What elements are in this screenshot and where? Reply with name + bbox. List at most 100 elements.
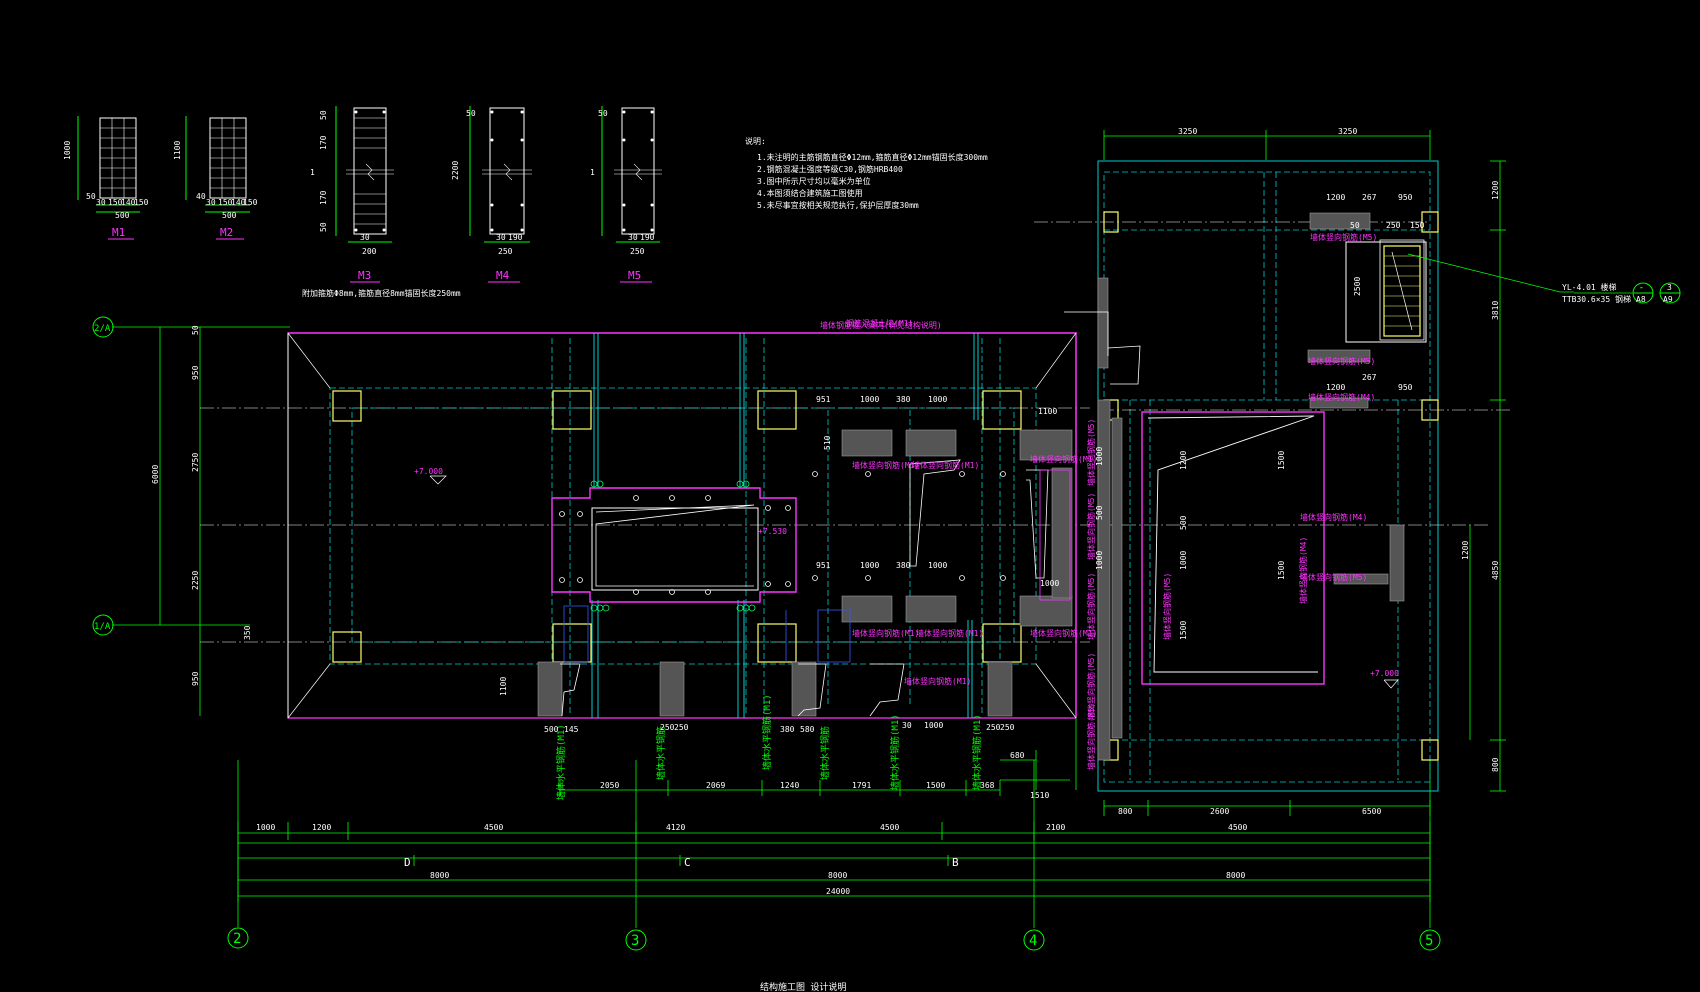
chain1-1: 2050 <box>600 781 619 790</box>
section-note: 附加箍筋Φ8mm,箍筋直径8mm锚固长度250mm <box>302 288 461 298</box>
bottom-small-1: 500 <box>544 725 559 734</box>
bottom-tag-5: 墙体水平钢筋(M1) <box>889 714 901 790</box>
grid-col-4-label: 4 <box>1029 933 1037 949</box>
bottom-small-7: 30 <box>902 721 912 730</box>
notes-title: 说明: <box>745 136 766 146</box>
m1-dim-c: 140 <box>121 198 136 207</box>
bottom-small-3: 250 <box>660 723 675 732</box>
chain1-6: 368 <box>980 781 995 790</box>
wall-tag-1: 墙体竖向钢筋(M1) <box>852 460 919 470</box>
m1-dim-d: 150 <box>134 198 149 207</box>
inner-dim-7: 951 <box>816 561 831 570</box>
right-wall-tag-6: 墙体竖向钢筋(M4) <box>1298 537 1308 604</box>
m4-dim-c: 50 <box>466 109 476 118</box>
m3-dim-e: 1 <box>310 168 315 177</box>
left-dim-total: 6000 <box>151 465 160 484</box>
m2-dim-width: 500 <box>222 211 237 220</box>
right-left-tag-1: 墙体竖向钢筋(M5) <box>1086 419 1096 486</box>
right-inner-5: 250 <box>1386 221 1401 230</box>
inner-dim-10: 1000 <box>928 561 947 570</box>
grid-col-3-label: 3 <box>631 933 639 949</box>
right-wall-tag-2: 墙体竖向钢筋(M5) <box>1308 356 1375 366</box>
wall-tag-2: 墙体竖向钢筋(M1) <box>912 460 979 470</box>
chain3-2: 8000 <box>828 871 847 880</box>
m2-dim-height: 1100 <box>173 141 182 160</box>
m3-dim-width: 200 <box>362 247 377 256</box>
bottom-small-2: 145 <box>564 725 579 734</box>
inner-dim-3: 380 <box>896 395 911 404</box>
elevation-left: +7.000 <box>414 467 443 476</box>
stair-dim-7: 1500 <box>1277 561 1286 580</box>
notes-line-1: 1.未注明的主筋钢筋直径Φ12mm,箍筋直径Φ12mm锚固长度300mm <box>757 152 988 162</box>
col-letter-b: B <box>952 856 959 869</box>
m1-dim-height: 1000 <box>63 141 72 160</box>
grid-bubble-col-5: 5 <box>1419 929 1441 951</box>
chain3-3: 8000 <box>1226 871 1245 880</box>
right-wall-tag-3: 墙体竖向钢筋(M4) <box>1308 392 1375 402</box>
chain2-5: 4500 <box>880 823 899 832</box>
chain1-7: 680 <box>1010 751 1025 760</box>
right-dim-5: 1200 <box>1461 541 1470 560</box>
right-bottom-2: 2600 <box>1210 807 1229 816</box>
m3-dim-d: 50 <box>319 222 328 232</box>
inner-dim-2: 1000 <box>860 395 879 404</box>
callout-bottom-2: A9 <box>1663 295 1673 304</box>
right-top-dim-1: 3250 <box>1178 127 1197 136</box>
stair-dim-6: 1500 <box>1179 621 1188 640</box>
m2-dim-a: 30 <box>206 198 216 207</box>
m3-dim-b: 170 <box>319 135 328 150</box>
right-inner-6: 150 <box>1410 221 1425 230</box>
m5-dim-b: 30 <box>628 233 638 242</box>
notes-line-5: 5.未尽事宜按相关规范执行,保护层厚度30mm <box>757 200 919 210</box>
stair-dim-5: 1000 <box>1179 551 1188 570</box>
right-left-tag-6: 墙体竖向钢筋(M5) <box>1162 573 1172 640</box>
wall-tag-4: 墙体竖向钢筋(M1) <box>852 628 919 638</box>
right-inner-3: 950 <box>1398 193 1413 202</box>
bottom-tag-3: 墙体水平钢筋(M1) <box>761 694 773 770</box>
m3-dim-a: 50 <box>319 110 328 120</box>
notes-line-2: 2.钢筋混凝土强度等级C30,钢筋HRB400 <box>757 164 903 174</box>
chain-total: 24000 <box>826 887 850 896</box>
m5-dim-d: 50 <box>598 109 608 118</box>
inner-dim-4: 1000 <box>928 395 947 404</box>
grid-bubble-col-3: 3 <box>625 929 647 951</box>
stair-dim-1: 2500 <box>1353 277 1362 296</box>
chain1-5: 1500 <box>926 781 945 790</box>
chain2-2: 1200 <box>312 823 331 832</box>
section-m3: 50 170 170 50 1 30 200 M3 <box>310 106 394 283</box>
col-letter-c: C <box>684 856 691 869</box>
chain1-4: 1791 <box>852 781 871 790</box>
col-letter-d: D <box>404 856 411 869</box>
m4-dim-b: 190 <box>508 233 523 242</box>
chain1-8: 1510 <box>1030 791 1049 800</box>
design-notes: 说明: 1.未注明的主筋钢筋直径Φ12mm,箍筋直径Φ12mm锚固长度300mm… <box>745 136 988 210</box>
grid-col-5-label: 5 <box>1425 933 1433 949</box>
left-dim-5: 950 <box>191 671 200 686</box>
right-plan: 3250 3250 <box>1034 127 1681 816</box>
callout-top-1: - <box>1639 283 1644 292</box>
right-left-tag-3: 墙体竖向钢筋(M5) <box>1086 573 1096 640</box>
callout-circles: - 3 A8 A9 <box>1632 282 1681 304</box>
section-details: 1000 500 30 150 140 150 50 M1 1100 50 <box>63 106 662 298</box>
right-left-tag-5: 墙体竖向钢筋(M5) <box>1086 703 1096 770</box>
m2-dim-d: 150 <box>243 198 258 207</box>
plan-top-label-2: 墙体钢筋锚入梁内(详见结构说明) <box>820 320 942 330</box>
section-m2: 1100 500 30 150 140 150 40 M2 <box>173 116 258 240</box>
inner-dim-1: 951 <box>816 395 831 404</box>
m5-label: M5 <box>628 269 641 282</box>
inner-dim-6: 510 <box>823 435 832 450</box>
m5-dim-width: 250 <box>630 247 645 256</box>
m1-dim-b: 150 <box>108 198 123 207</box>
stair-dim-10: 1000 <box>1095 551 1104 570</box>
chain1-2: 2069 <box>706 781 725 790</box>
callout-top-2: 3 <box>1667 283 1672 292</box>
m2-label: M2 <box>220 226 233 239</box>
wall-tag-7: 墙体竖向钢筋(M1) <box>904 676 971 686</box>
inner-dim-9: 380 <box>896 561 911 570</box>
right-dim-3: 4850 <box>1491 561 1500 580</box>
bottom-small-9: 250 <box>986 723 1001 732</box>
left-dim-2: 950 <box>191 365 200 380</box>
right-dim-4: 800 <box>1491 757 1500 772</box>
notes-line-3: 3.图中所示尺寸均以毫米为单位 <box>757 176 871 186</box>
